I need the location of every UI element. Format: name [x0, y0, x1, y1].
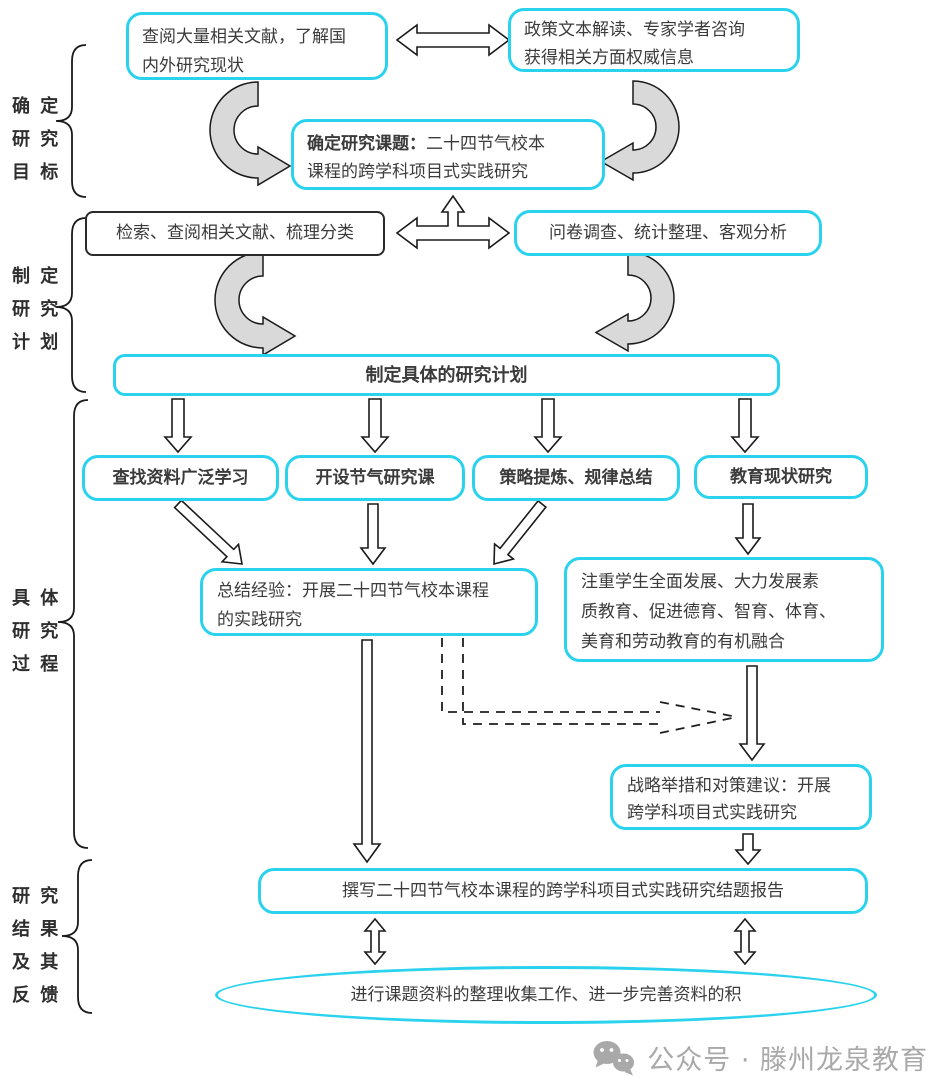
collection-ellipse: 进行课题资料的整理收集工作、进一步完善资料的积	[215, 966, 877, 1024]
report-box: 撰写二十四节气校本课程的跨学科项目式实践研究结题报告	[258, 868, 868, 914]
branch-box-status: 教育现状研究	[694, 455, 868, 499]
strategy-suggestion-box: 战略举措和对策建议：开展 跨学科项目式实践研究	[610, 764, 872, 830]
retrieval-box: 检索、查阅相关文献、梳理分类	[85, 211, 385, 256]
flow-arrow	[730, 398, 760, 454]
side-label-plan: 制 定 研 究 计 划	[12, 266, 61, 353]
research-topic-text: 二十四节气校本 课程的跨学科项目式实践研究	[307, 134, 545, 182]
flow-arrow	[734, 833, 762, 866]
flow-arrow	[359, 503, 387, 566]
flow-arrow	[734, 503, 762, 556]
summary-box: 总结经验：开展二十四节气校本课程 的实践研究	[200, 568, 538, 636]
curved-arrow	[594, 251, 675, 353]
dashed-connector	[441, 638, 660, 713]
side-label-process: 具 体 研 究 过 程	[12, 588, 61, 675]
dashed-arrowhead	[659, 701, 738, 734]
plan-banner: 制定具体的研究计划	[113, 354, 780, 396]
curved-arrow	[209, 81, 292, 187]
survey-box: 问卷调查、统计整理、客观分析	[514, 210, 822, 256]
exchange-arrow	[395, 23, 511, 57]
branch-box-study: 查找资料广泛学习	[82, 455, 279, 501]
brace	[61, 859, 93, 1014]
policy-consult-box: 政策文本解读、专家学者咨询 获得相关方面权威信息	[508, 8, 800, 72]
development-box: 注重学生全面发展、大力发展素 质教育、促进德育、智育、体育、 美育和劳动教育的有…	[564, 557, 884, 662]
flow-arrow	[352, 639, 382, 864]
flow-arrow	[360, 398, 390, 454]
side-label-goal: 确 定 研 究 目 标	[12, 96, 61, 183]
branch-box-course: 开设节气研究课	[285, 455, 465, 501]
flow-arrow	[163, 398, 193, 454]
wechat-icon	[593, 1040, 635, 1075]
feedback-arrow	[363, 917, 387, 966]
three-way-arrow	[395, 194, 511, 250]
branch-box-strategy: 策略提炼、规律总结	[472, 455, 680, 501]
brace	[55, 217, 87, 393]
curved-arrow	[599, 80, 680, 182]
side-label-feedback: 研 究 结 果 及 其 反 馈	[12, 886, 61, 1006]
feedback-arrow	[733, 917, 757, 966]
curved-arrow	[214, 251, 297, 357]
flow-arrow	[173, 499, 243, 565]
research-topic-label: 确定研究课题：	[307, 134, 426, 154]
watermark: 公众号 · 滕州龙泉教育	[591, 1038, 928, 1077]
flow-arrow	[738, 665, 766, 762]
brace	[57, 399, 89, 849]
brace	[55, 44, 87, 198]
dashed-connector	[462, 638, 660, 725]
flow-arrow	[493, 499, 548, 566]
research-topic-box: 确定研究课题：二十四节气校本 课程的跨学科项目式实践研究	[291, 119, 605, 190]
flow-arrow	[533, 398, 563, 454]
literature-review-box: 查阅大量相关文献，了解国 内外研究现状	[126, 12, 388, 80]
watermark-text: 公众号 · 滕州龙泉教育	[647, 1045, 928, 1076]
